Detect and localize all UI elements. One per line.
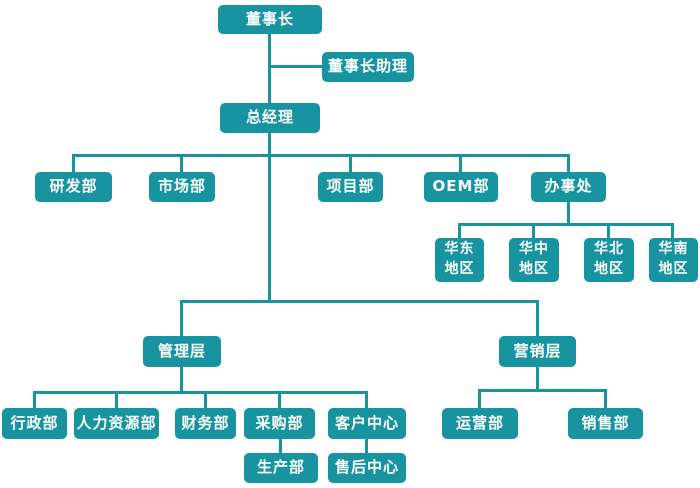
connector-line xyxy=(180,300,539,303)
org-node-operations-dept: 运营部 xyxy=(442,408,518,439)
connector-line xyxy=(180,367,183,392)
connector-line xyxy=(268,65,322,68)
org-node-chairman-assistant: 董事长助理 xyxy=(322,52,414,82)
connector-line xyxy=(536,300,539,336)
org-node-rd-dept: 研发部 xyxy=(35,172,112,202)
connector-line xyxy=(279,439,282,453)
org-node-sales-dept: 销售部 xyxy=(568,408,643,439)
org-node-project-dept: 项目部 xyxy=(318,172,383,202)
connector-line xyxy=(671,223,674,238)
connector-line xyxy=(604,389,607,408)
org-node-office: 办事处 xyxy=(531,172,606,202)
connector-line xyxy=(72,154,75,172)
connector-line xyxy=(268,133,271,303)
org-node-south-region: 华南 地区 xyxy=(649,238,698,282)
org-node-oem-dept: OEM部 xyxy=(424,172,498,202)
org-node-management-layer: 管理层 xyxy=(143,336,221,367)
connector-line xyxy=(180,154,183,172)
connector-line xyxy=(567,202,570,224)
org-node-admin-dept: 行政部 xyxy=(2,408,67,439)
connector-line xyxy=(33,391,368,394)
connector-line xyxy=(365,439,368,453)
connector-line xyxy=(458,223,674,226)
connector-line xyxy=(567,154,570,172)
connector-line xyxy=(72,154,570,157)
org-node-chairman: 董事长 xyxy=(218,5,322,34)
org-node-east-region: 华东 地区 xyxy=(435,238,484,282)
org-node-marketing-dept: 市场部 xyxy=(149,172,215,202)
org-node-aftersales-center: 售后中心 xyxy=(328,453,406,483)
connector-line xyxy=(459,154,462,172)
connector-line xyxy=(478,389,481,408)
connector-line xyxy=(532,223,535,238)
connector-line xyxy=(115,391,118,408)
org-node-purchasing-dept: 采购部 xyxy=(244,408,315,439)
connector-line xyxy=(33,391,36,408)
org-node-finance-dept: 财务部 xyxy=(175,408,236,439)
connector-line xyxy=(607,223,610,238)
connector-line xyxy=(278,391,281,408)
connector-line xyxy=(536,367,539,391)
org-node-production-dept: 生产部 xyxy=(244,453,318,483)
org-node-north-region: 华北 地区 xyxy=(584,238,634,282)
connector-line xyxy=(204,391,207,408)
connector-line xyxy=(365,391,368,408)
connector-line xyxy=(458,223,461,238)
org-node-customer-center: 客户中心 xyxy=(328,408,406,439)
org-node-central-region: 华中 地区 xyxy=(509,238,559,282)
org-node-hr-dept: 人力资源部 xyxy=(74,408,159,439)
connector-line xyxy=(180,300,183,336)
org-node-sales-layer: 营销层 xyxy=(499,336,576,367)
connector-line xyxy=(268,34,271,103)
org-node-general-manager: 总经理 xyxy=(220,103,320,133)
connector-line xyxy=(478,389,607,392)
connector-line xyxy=(349,154,352,172)
